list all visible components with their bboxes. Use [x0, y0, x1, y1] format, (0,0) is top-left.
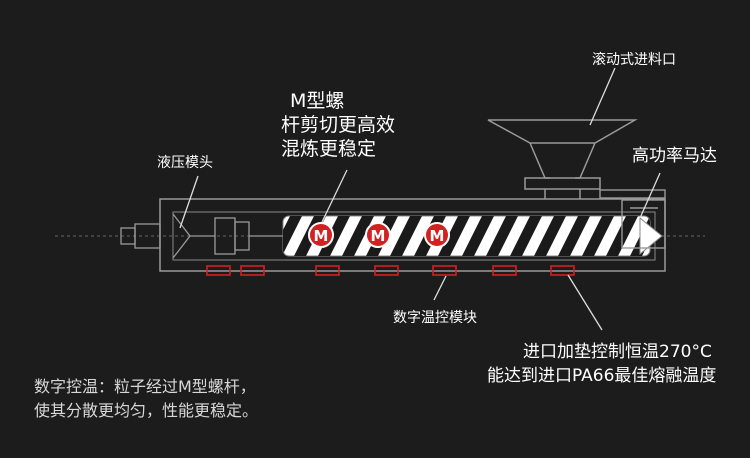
temp-module-label: 数字温控模块	[393, 310, 477, 326]
heater-4	[374, 265, 399, 276]
screw-flight	[342, 216, 374, 256]
screw-flight	[510, 216, 542, 256]
screw-title-line-1: M型螺	[290, 90, 345, 112]
description-line-1: 数字控温：粒子经过M型螺杆，	[34, 377, 256, 396]
heater-6	[492, 265, 517, 276]
motor-label: 高功率马达	[632, 146, 717, 166]
callout-temp	[433, 275, 447, 301]
feed-port-label: 滚动式进料口	[592, 52, 676, 68]
screw-flight	[486, 216, 518, 256]
callout-feed	[589, 67, 616, 126]
callout-motor	[639, 172, 661, 219]
screw-title-line-3: 混炼更稳定	[281, 138, 377, 160]
m-badge-2: M	[365, 222, 391, 248]
heater-7	[550, 265, 575, 276]
heater-2	[240, 265, 265, 276]
description-line-2: 使其分散更均匀，性能更稳定。	[34, 401, 259, 420]
screw-flight	[283, 216, 302, 256]
screw-flight	[534, 216, 566, 256]
callout-screw	[321, 169, 348, 223]
m-badge-3: M	[424, 222, 450, 248]
callout-die	[179, 175, 199, 229]
screw-flight	[390, 216, 422, 256]
callout-lines	[179, 67, 661, 331]
svg-text:M: M	[314, 227, 329, 245]
heater-1	[206, 265, 231, 276]
screw-flight	[558, 216, 590, 256]
svg-text:M: M	[430, 227, 445, 245]
callout-inlet	[567, 274, 603, 331]
heater-bands	[206, 265, 575, 276]
inlet-text-line-1: 进口加垫控制恒温270°C	[523, 342, 712, 362]
m-badge-1: M	[308, 222, 334, 248]
feed-hopper	[487, 119, 638, 199]
die-nozzle	[120, 213, 283, 259]
screw-flight	[582, 216, 614, 256]
svg-text:M: M	[371, 227, 386, 245]
heater-5	[432, 265, 457, 276]
screw-title-line-2: 杆剪切更高效	[281, 114, 396, 136]
screw-flight	[438, 216, 470, 256]
heater-3	[315, 265, 340, 276]
inlet-text-line-2: 能达到进口PA66最佳熔融温度	[487, 366, 717, 386]
hydraulic-die-label: 液压模头	[157, 155, 213, 171]
screw-flight	[462, 216, 494, 256]
